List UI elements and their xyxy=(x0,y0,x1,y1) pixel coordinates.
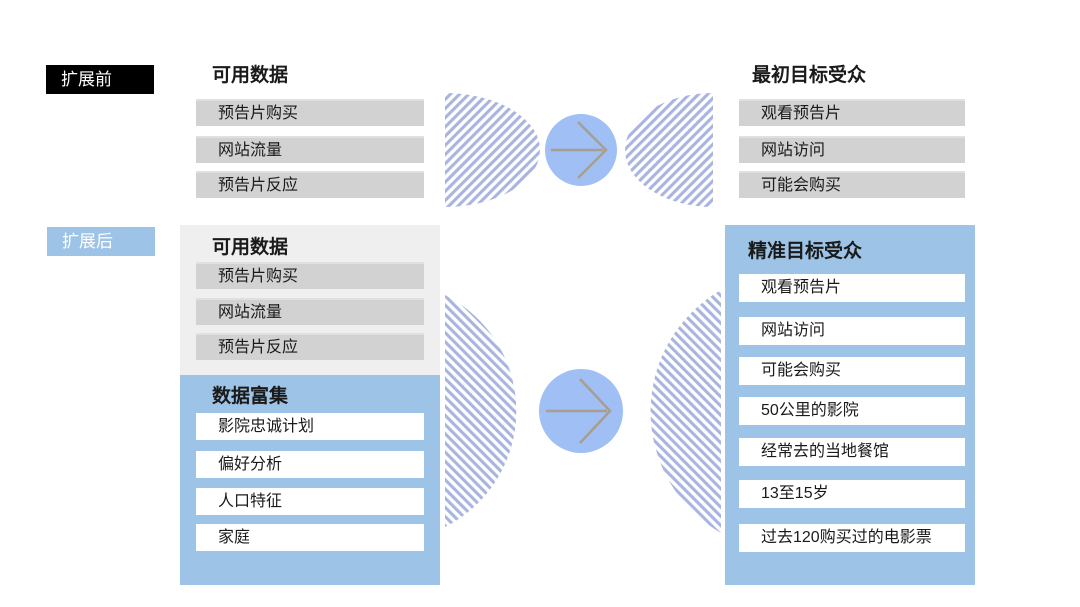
after-arrow-circle xyxy=(539,369,623,453)
after-audience-item: 13至15岁 xyxy=(739,480,965,508)
enrichment-item: 家庭 xyxy=(196,524,424,551)
after-audience-item: 50公里的影院 xyxy=(739,397,965,425)
before-available-item: 预告片购买 xyxy=(196,99,424,126)
after-audience-item: 观看预告片 xyxy=(739,274,965,302)
before-available-item: 网站流量 xyxy=(196,136,424,163)
before-funnel-left-hatch xyxy=(445,93,540,207)
before-arrow-circle xyxy=(545,114,617,186)
before-available-data-title: 可用数据 xyxy=(212,65,289,86)
before-audience-item: 观看预告片 xyxy=(739,99,965,126)
before-audience-item: 可能会购买 xyxy=(739,171,965,198)
after-audience-item: 经常去的当地餐馆 xyxy=(739,438,965,466)
before-audience-title: 最初目标受众 xyxy=(752,65,867,86)
after-available-item: 网站流量 xyxy=(196,298,424,325)
enrichment-item: 人口特征 xyxy=(196,488,424,515)
before-funnel-right-hatch xyxy=(625,93,713,207)
after-funnel-left-hatch xyxy=(445,295,517,527)
enrichment-item: 偏好分析 xyxy=(196,451,424,478)
after-available-data-title: 可用数据 xyxy=(212,237,289,258)
before-audience-item: 网站访问 xyxy=(739,136,965,163)
after-available-item: 预告片反应 xyxy=(196,333,424,360)
enrichment-title: 数据富集 xyxy=(212,386,289,407)
before-label: 扩展前 xyxy=(46,65,154,94)
right-arrow-icon xyxy=(546,378,612,444)
after-audience-item: 过去120购买过的电影票 xyxy=(739,524,965,552)
after-available-item: 预告片购买 xyxy=(196,262,424,289)
before-available-item: 预告片反应 xyxy=(196,171,424,198)
right-arrow-icon xyxy=(551,121,608,179)
after-funnel-right-hatch xyxy=(650,290,721,533)
after-audience-item: 网站访问 xyxy=(739,317,965,345)
after-audience-title: 精准目标受众 xyxy=(748,241,863,262)
after-label: 扩展后 xyxy=(47,227,155,256)
after-audience-item: 可能会购买 xyxy=(739,357,965,385)
enrichment-item: 影院忠诚计划 xyxy=(196,413,424,440)
